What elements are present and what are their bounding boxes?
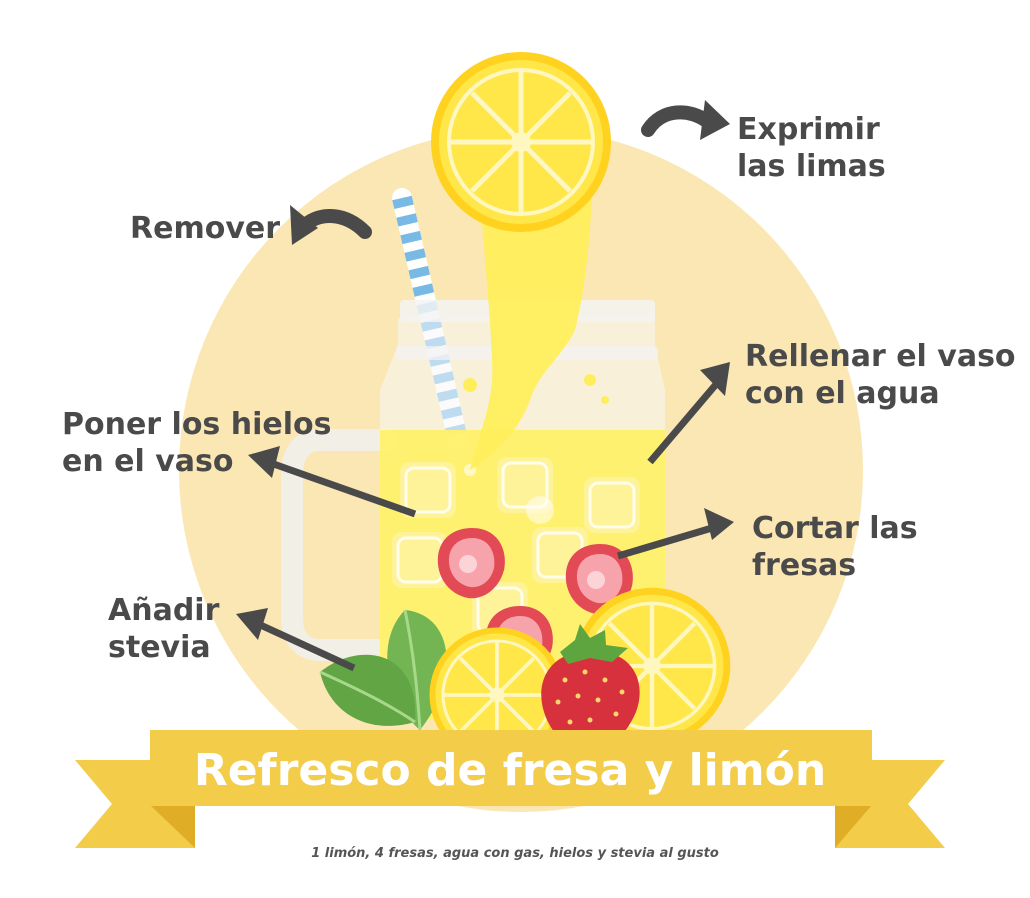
step-cortar-line1: Cortar las — [752, 511, 918, 546]
step-exprimir: Exprimir las limas — [737, 111, 886, 185]
step-hielos: Poner los hielos en el vaso — [62, 406, 331, 480]
title-ribbon — [75, 730, 945, 848]
step-stevia-line2: stevia — [108, 630, 211, 665]
step-exprimir-line1: Exprimir — [737, 112, 880, 147]
strawberry-icon — [541, 624, 640, 752]
step-exprimir-line2: las limas — [737, 149, 886, 184]
step-remover: Remover — [130, 210, 280, 247]
step-rellenar: Rellenar el vaso con el agua — [745, 338, 1016, 412]
step-stevia: Añadir stevia — [108, 592, 219, 666]
ingredients-subtitle: 1 limón, 4 fresas, agua con gas, hielos … — [311, 846, 719, 861]
arrow-icon — [236, 100, 734, 672]
step-rellenar-line1: Rellenar el vaso — [745, 339, 1016, 374]
step-remover-line1: Remover — [130, 211, 281, 246]
step-cortar: Cortar las fresas — [752, 510, 918, 584]
page-title: Refresco de fresa y limón — [193, 744, 827, 796]
step-cortar-line2: fresas — [752, 548, 857, 583]
step-stevia-line1: Añadir — [108, 593, 220, 628]
step-hielos-line2: en el vaso — [62, 444, 234, 479]
step-rellenar-line2: con el agua — [745, 376, 940, 411]
lemon-slice-icon — [431, 52, 611, 232]
step-hielos-line1: Poner los hielos — [62, 407, 332, 442]
juice-stream — [470, 195, 592, 470]
